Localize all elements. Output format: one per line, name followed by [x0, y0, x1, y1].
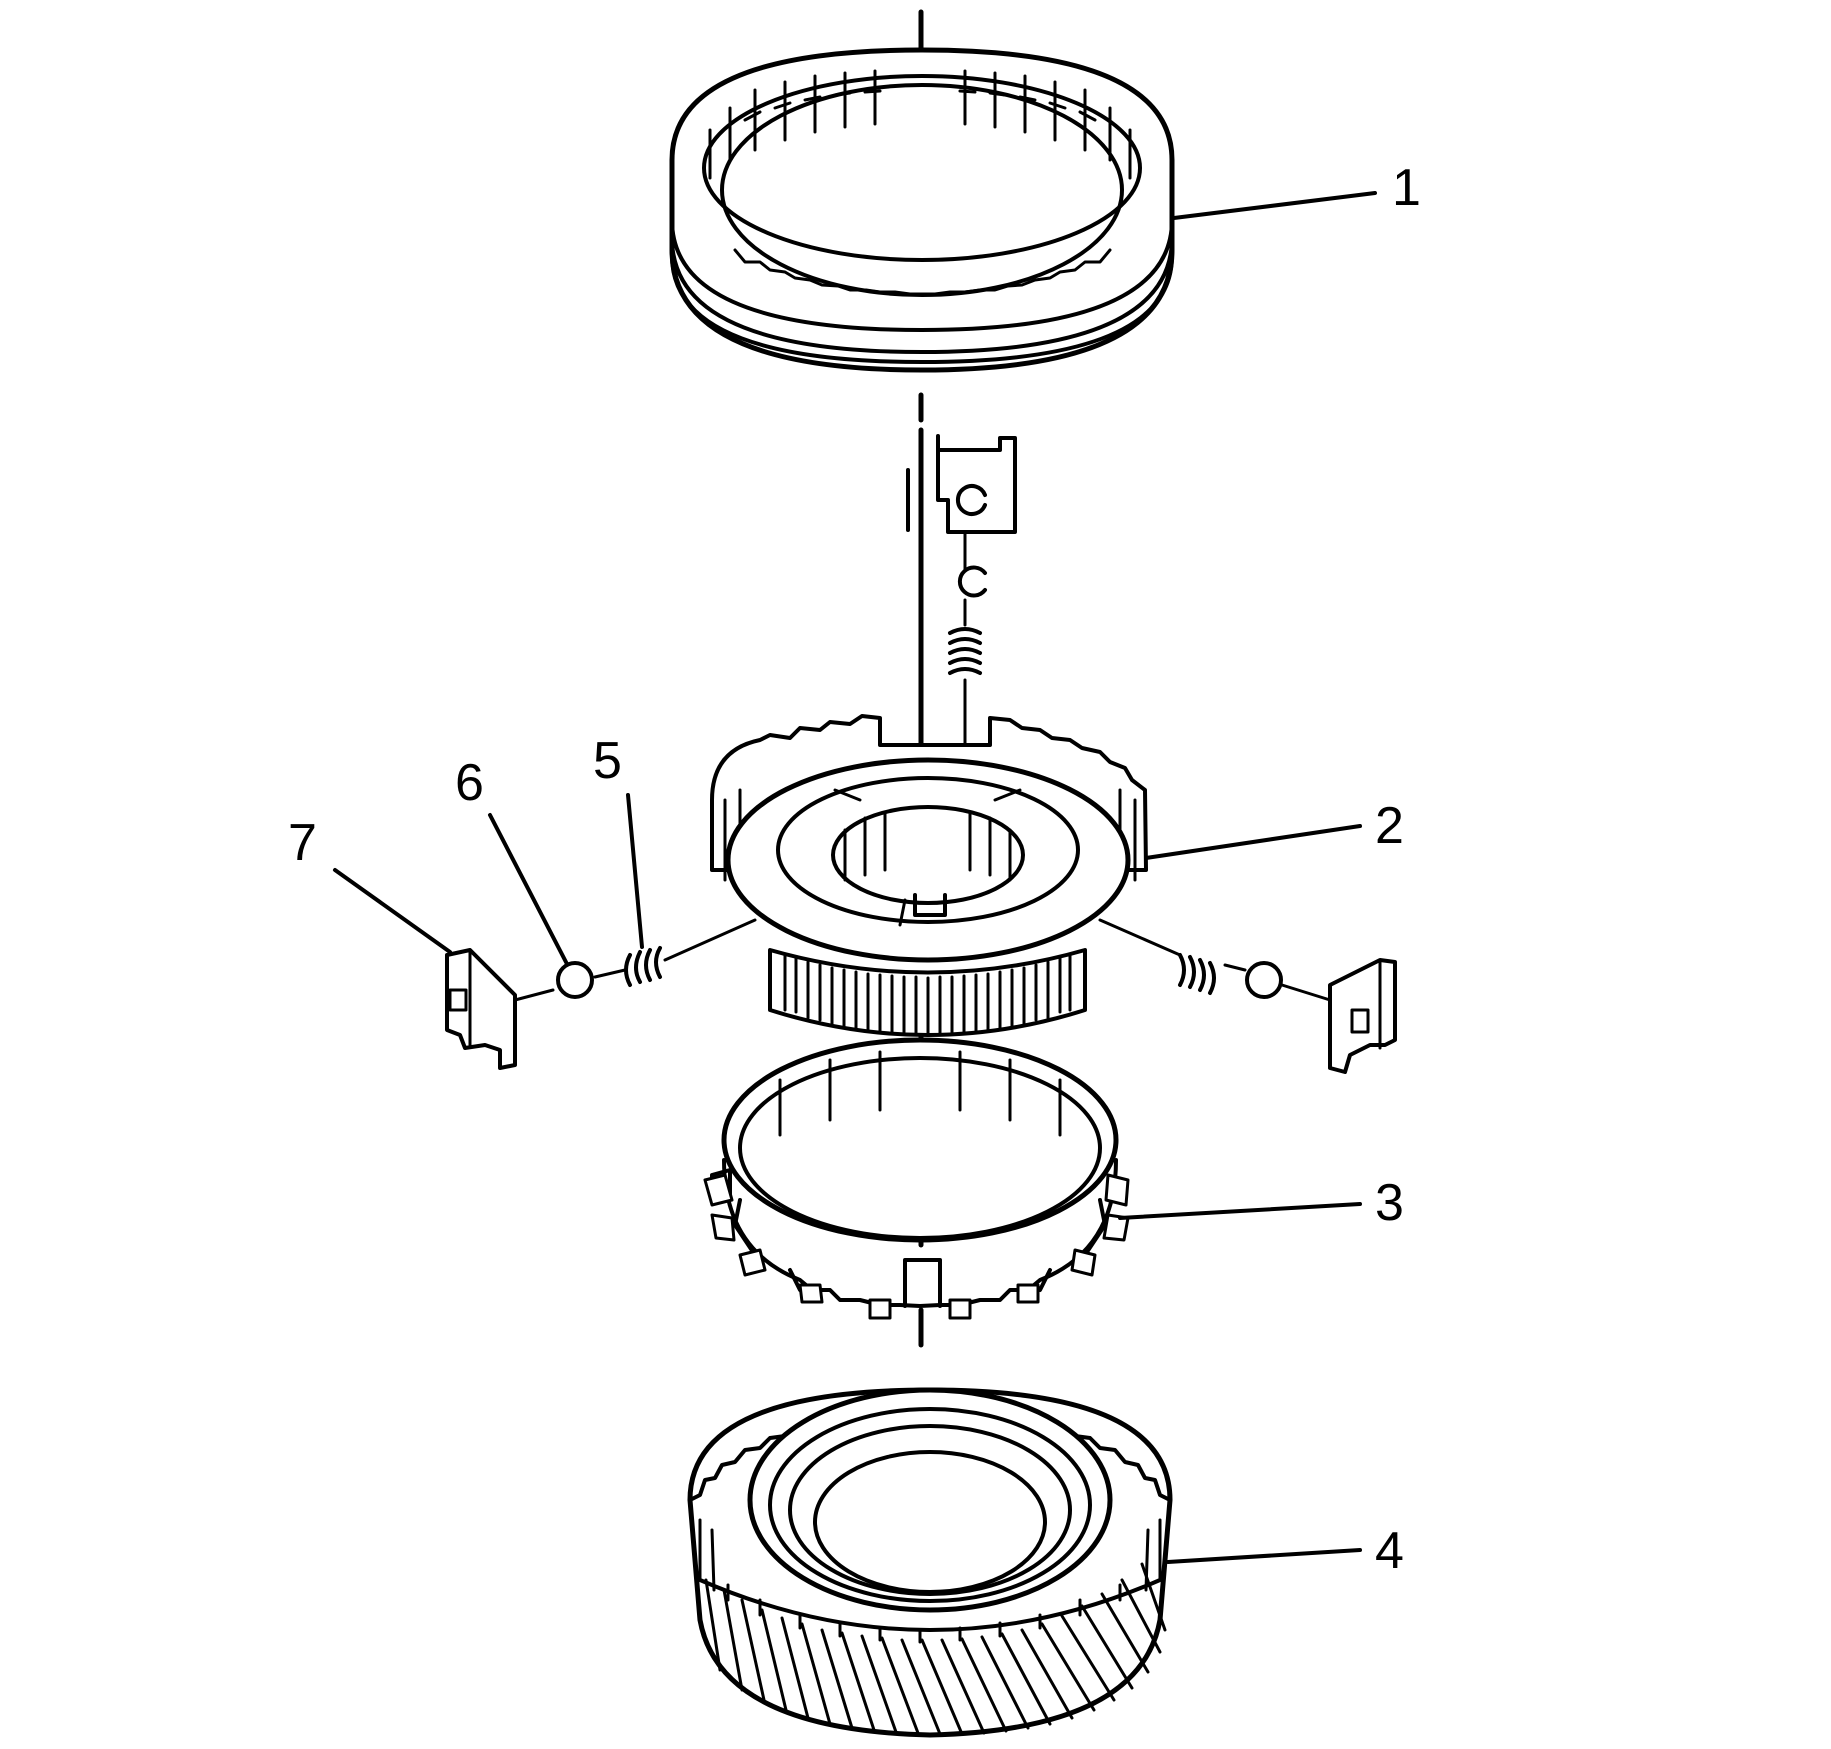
leader-line-3	[1118, 1202, 1362, 1220]
gear	[687, 1387, 1173, 1738]
right-spring	[1178, 953, 1216, 995]
leader-line-2	[1144, 824, 1362, 860]
upper-key-assembly	[906, 434, 1017, 754]
upper-spring	[948, 627, 982, 675]
left-key-assembly	[445, 918, 757, 1070]
callout-1: 1	[1392, 159, 1421, 217]
callout-3: 3	[1375, 1174, 1404, 1232]
callout-4: 4	[1375, 1522, 1404, 1580]
callout-7: 7	[288, 814, 317, 872]
blocker-ring	[703, 1037, 1130, 1320]
leader-line-6	[488, 813, 569, 966]
synchronizer-hub	[710, 714, 1148, 1037]
callout-2: 2	[1375, 797, 1404, 855]
leader-line-7	[333, 868, 452, 954]
leader-line-5	[626, 793, 644, 949]
callout-5: 5	[593, 732, 622, 790]
right-key-assembly	[1098, 918, 1397, 1074]
left-spring	[624, 946, 662, 987]
leader-line-4	[1166, 1548, 1362, 1564]
synchronizer-sleeve	[669, 47, 1175, 373]
callout-6: 6	[455, 754, 484, 812]
leader-line-1	[1172, 191, 1377, 220]
